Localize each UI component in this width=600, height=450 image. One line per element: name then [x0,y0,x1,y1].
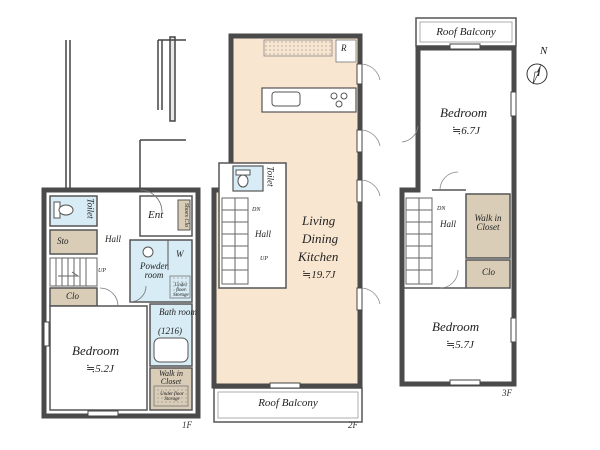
f1-bedroom-size: ≒5.2J [86,363,114,375]
floor-3 [399,17,517,387]
f1-ent-label: Ent [148,209,164,221]
f2-fridge-label: R [341,43,347,53]
f3-walkin-closet [465,193,511,259]
f3-bedroom1-label: Bedroom [440,105,488,120]
bathtub-icon [153,337,189,363]
f3-clo [465,259,511,289]
f2-ldk-size: ≒19.7J [302,269,336,281]
f2-hall-block [218,162,287,289]
f3-windows [449,43,517,386]
f3-stairs [405,197,433,285]
f1-shoe-closet [177,199,191,231]
f2-kitchen-label: Kitchen [298,249,339,264]
floor-1 [41,36,201,419]
f2-dn-label: DN [252,207,261,213]
f1-washer-label: W [176,249,184,259]
f1-clo-label: Clo [66,291,80,301]
f2-door-swings [361,63,381,305]
f2-toilet-label: Toilet [265,166,276,187]
f1-windows [43,321,119,417]
f1-up-label: UP [98,268,106,274]
f3-walkin-label: Walk in Closet [474,213,502,232]
f1-bath-label: Bath room [159,307,197,317]
f1-underfloor-storage-1 [169,275,191,299]
f3-dn-label: DN [437,206,446,212]
kitchen-sink-icon [271,91,301,107]
f3-bedroom2-label: Bedroom [432,319,480,334]
f3-clo-label: Clo [482,267,496,277]
floor-2 [211,33,381,423]
f2-floor-label: 2F [348,420,358,430]
f2-stairs [221,197,249,285]
f2-upper-cabinet [263,39,333,57]
f3-floor-label: 3F [502,388,512,398]
f1-floor-label: 1F [182,420,192,430]
f1-powder-label: Powder room [140,261,168,280]
f2-refrigerator [335,39,357,63]
f1-sto-room [49,229,98,255]
compass-north-label: N [540,45,548,57]
toilet-fixture-icon [53,201,74,219]
f1-hall-label: Hall [105,234,122,244]
porch-lines [65,36,186,190]
f2-up-label: UP [260,256,268,262]
f3-outer-wall [399,45,517,387]
f2-living-label: Living [302,213,336,228]
f3-roof-balcony [415,17,517,47]
f1-toilet-label: Toilet [85,198,96,219]
f3-door-swings [401,125,459,289]
f1-door-swings [99,189,163,307]
f2-hall-label: Hall [255,229,272,239]
f2-dining-label: Dining [302,231,339,246]
f1-underfloor-label-2: Under floor Storage [160,392,184,402]
f1-underfloor-storage-2 [153,385,189,407]
f1-bath-size: (1216) [158,326,182,336]
stove-icon [330,92,348,108]
f1-stairs [49,257,98,287]
f2-balcony-label: Roof Balcony [258,397,318,409]
f1-walkin-label: Walk in Closet [159,369,183,386]
f3-balcony-label: Roof Balcony [436,26,496,38]
f1-bedroom-label: Bedroom [72,343,120,358]
f3-internal-walls [402,189,466,289]
f1-sto-label: Sto [57,236,69,246]
toilet-fixture-icon-2f [235,169,251,188]
sink-icon [142,246,154,258]
f2-roof-balcony [213,387,363,423]
compass-icon [526,63,548,85]
f3-hall-label: Hall [440,219,457,229]
f3-bedroom1-size: ≒6.7J [452,125,480,137]
f2-windows [269,63,363,389]
f1-bedroom [49,305,148,411]
f3-bedroom2-size: ≒5.7J [446,339,474,351]
f1-underfloor-label-1: Under floor Storage [173,283,189,298]
f1-shoe-closet-label: Shoes Clo [183,202,190,228]
